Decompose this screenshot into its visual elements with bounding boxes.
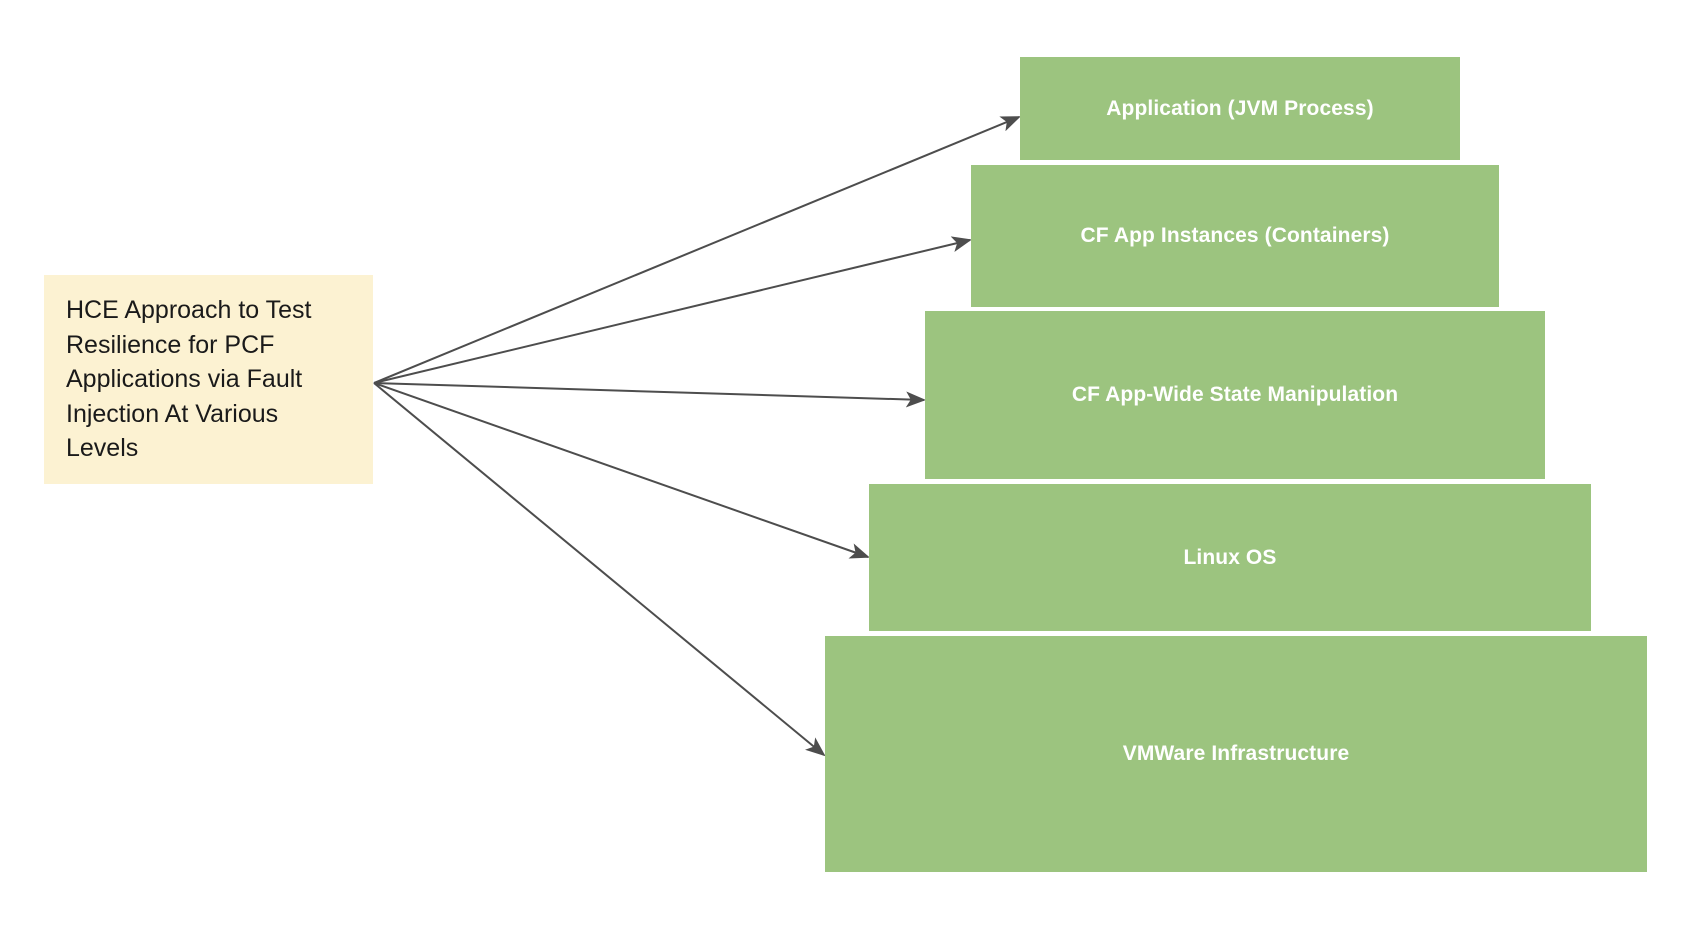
edge-to-cf-app-instances-containers bbox=[373, 236, 972, 384]
edge-to-vmware-infrastructure bbox=[373, 382, 826, 757]
layer-node-vmware-infrastructure[interactable]: VMWare Infrastructure bbox=[825, 636, 1647, 872]
layer-node-label: CF App Instances (Containers) bbox=[1080, 224, 1390, 248]
source-node-label: HCE Approach to Test Resilience for PCF … bbox=[66, 296, 312, 463]
layer-node-application-jvm-process[interactable]: Application (JVM Process) bbox=[1020, 57, 1460, 160]
source-node-hce-approach[interactable]: HCE Approach to Test Resilience for PCF … bbox=[44, 275, 373, 484]
layer-node-cf-app-wide-state-manipulation[interactable]: CF App-Wide State Manipulation bbox=[925, 311, 1545, 479]
edge-to-cf-app-wide-state-manipulation bbox=[373, 382, 926, 408]
layer-node-linux-os[interactable]: Linux OS bbox=[869, 484, 1591, 631]
layer-node-label: Application (JVM Process) bbox=[1106, 96, 1374, 120]
layer-node-label: VMWare Infrastructure bbox=[1122, 742, 1350, 766]
layer-node-label: Linux OS bbox=[1183, 545, 1277, 569]
edge-to-application-jvm-process bbox=[373, 116, 1021, 384]
edge-to-linux-os bbox=[373, 382, 870, 559]
layer-node-label: CF App-Wide State Manipulation bbox=[1071, 383, 1399, 407]
layer-node-cf-app-instances-containers[interactable]: CF App Instances (Containers) bbox=[971, 165, 1499, 307]
